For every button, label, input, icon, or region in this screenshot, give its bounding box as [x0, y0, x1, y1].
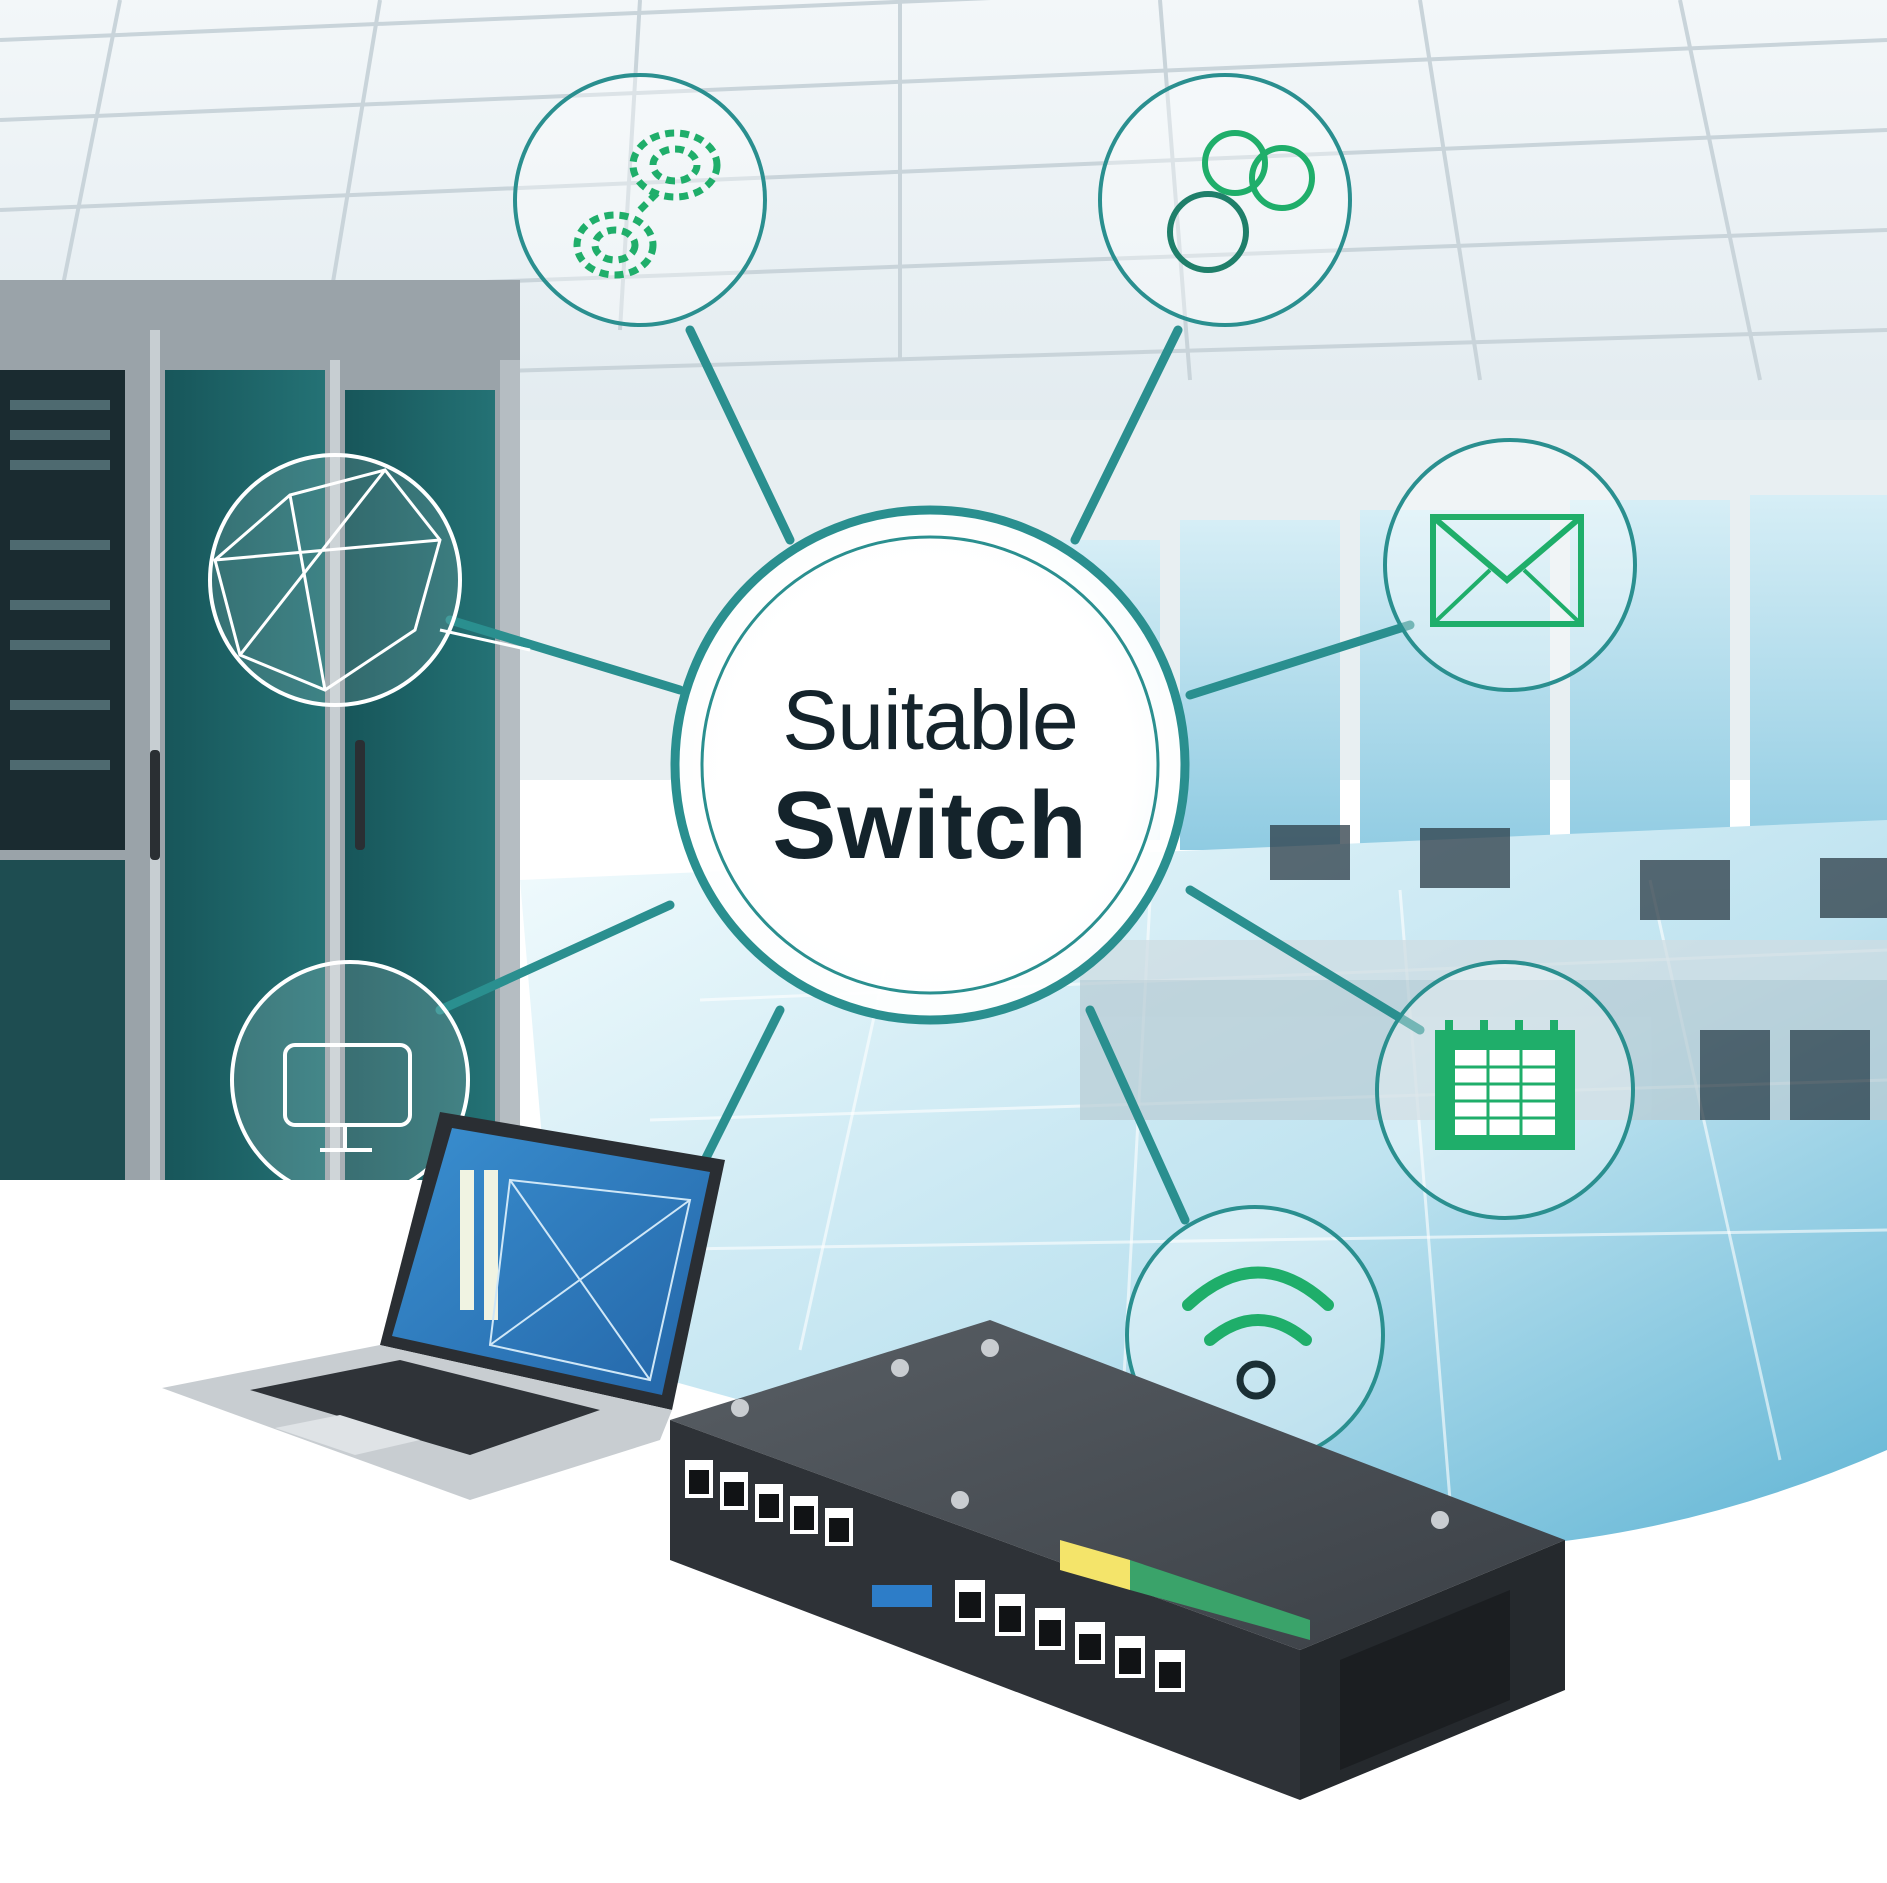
- laptop: [162, 1112, 725, 1500]
- fingerprint-icon: [513, 73, 767, 327]
- server-racks: [0, 280, 520, 1180]
- network-switch: [670, 1320, 1565, 1800]
- laptop-screen-sidebar: [460, 1170, 498, 1320]
- switch-vent: [1340, 1590, 1510, 1770]
- switch-label-green: [1130, 1560, 1310, 1640]
- monitor-icon: [230, 960, 470, 1200]
- switch-console-port: [872, 1585, 932, 1607]
- switch-label-yellow: [1060, 1540, 1130, 1590]
- connection-circles-icon: [1098, 73, 1352, 327]
- hub-title-line1: Suitable: [782, 673, 1079, 767]
- hub-title-line2: Switch: [772, 772, 1088, 879]
- envelope-icon: [1383, 438, 1637, 692]
- hub-inner-ring: [700, 535, 1160, 995]
- network-globe-icon: [208, 453, 531, 707]
- connector-lines: [435, 325, 1425, 1225]
- spreadsheet-icon: [1375, 960, 1635, 1220]
- hub-circle: [670, 505, 1190, 1025]
- hub-label: Suitable Switch: [670, 670, 1190, 882]
